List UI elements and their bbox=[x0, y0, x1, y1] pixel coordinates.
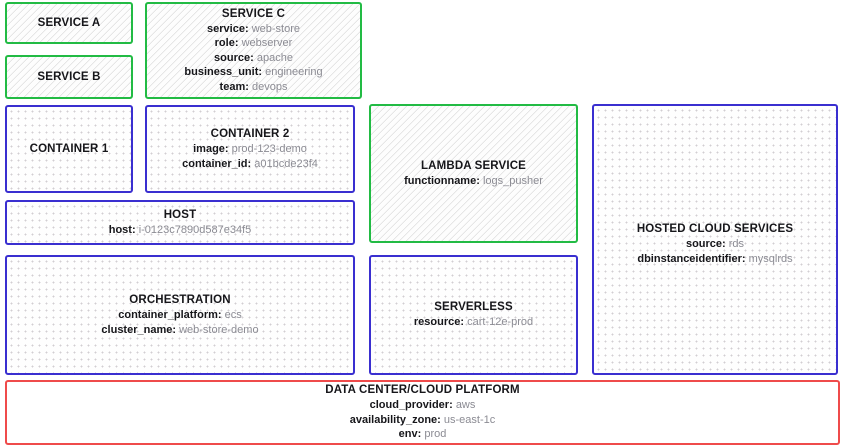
diagram-box-container-1: CONTAINER 1 bbox=[5, 105, 133, 193]
attribute-key: cluster_name bbox=[101, 323, 173, 336]
box-attribute: cluster_name: web-store-demo bbox=[101, 323, 259, 336]
attribute-value: ecs bbox=[224, 309, 242, 321]
attribute-value: mysqlrds bbox=[748, 252, 793, 265]
box-attribute: cloud_provider: aws bbox=[369, 399, 476, 412]
attribute-value: webserver bbox=[241, 37, 293, 50]
attribute-value: web-store bbox=[251, 22, 300, 35]
box-attribute: functionname: logs_pusher bbox=[404, 174, 543, 187]
attribute-key: resource bbox=[413, 316, 461, 329]
box-attribute: env: prod bbox=[398, 428, 447, 441]
box-attribute: container_platform: ecs bbox=[118, 309, 242, 321]
attribute-value: devops bbox=[251, 80, 288, 93]
box-attribute: business_unit: engineering bbox=[184, 66, 323, 79]
box-title: ORCHESTRATION bbox=[129, 294, 231, 306]
diagram-box-serverless: SERVERLESS resource: cart-12e-prod bbox=[369, 255, 578, 375]
attribute-key: container_id bbox=[182, 157, 248, 170]
attribute-key: service bbox=[207, 22, 245, 35]
box-attribute: team: devops bbox=[219, 80, 288, 93]
attribute-value: aws bbox=[455, 399, 476, 412]
attribute-key: host bbox=[108, 223, 132, 236]
attribute-key: availability_zone bbox=[349, 413, 438, 426]
box-title: HOST bbox=[163, 208, 197, 221]
attribute-key: env bbox=[398, 428, 418, 441]
diagram-box-hosted-cloud-services: HOSTED CLOUD SERVICES source: rds dbinst… bbox=[592, 104, 838, 375]
box-attribute: role: webserver bbox=[214, 37, 293, 50]
attribute-key: role bbox=[214, 37, 235, 50]
diagram-box-service-a: SERVICE A bbox=[5, 2, 133, 44]
box-attribute: source: apache bbox=[214, 51, 293, 64]
box-title: DATA CENTER/CLOUD PLATFORM bbox=[325, 384, 520, 397]
diagram-box-host: HOST host: i-0123c7890d587e34f5 bbox=[5, 200, 355, 245]
attribute-value: prod-123-demo bbox=[231, 143, 307, 155]
box-attribute: dbinstanceidentifier: mysqlrds bbox=[637, 252, 793, 265]
attribute-value: prod bbox=[424, 428, 447, 441]
diagram-box-service-c: SERVICE C service: web-store role: webse… bbox=[145, 2, 362, 99]
attribute-value: i-0123c7890d587e34f5 bbox=[138, 223, 252, 236]
attribute-value: engineering bbox=[265, 66, 323, 79]
attribute-value: web-store-demo bbox=[179, 323, 259, 336]
attribute-key: image bbox=[193, 143, 225, 155]
diagram-box-orchestration: ORCHESTRATION container_platform: ecs cl… bbox=[5, 255, 355, 375]
box-attribute: image: prod-123-demo bbox=[193, 143, 307, 155]
box-title: CONTAINER 2 bbox=[210, 128, 290, 140]
attribute-value: apache bbox=[256, 51, 293, 64]
box-title: SERVICE A bbox=[37, 16, 101, 29]
attribute-value: rds bbox=[728, 238, 745, 250]
attribute-key: cloud_provider bbox=[369, 399, 450, 412]
box-attribute: host: i-0123c7890d587e34f5 bbox=[108, 223, 252, 236]
attribute-key: team bbox=[219, 80, 246, 93]
box-attribute: availability_zone: us-east-1c bbox=[349, 413, 496, 426]
attribute-key: source bbox=[214, 51, 251, 64]
diagram-box-container-2: CONTAINER 2 image: prod-123-demo contain… bbox=[145, 105, 355, 193]
box-title: HOSTED CLOUD SERVICES bbox=[636, 223, 794, 235]
attribute-key: business_unit bbox=[184, 66, 259, 79]
attribute-value: a01bcde23f4 bbox=[254, 157, 318, 170]
attribute-key: source bbox=[685, 238, 723, 250]
box-attribute: source: rds bbox=[685, 238, 745, 250]
diagram-box-data-center-cloud-platform: DATA CENTER/CLOUD PLATFORM cloud_provide… bbox=[5, 380, 840, 445]
box-title: SERVICE C bbox=[221, 7, 286, 20]
attribute-key: functionname bbox=[404, 174, 477, 187]
box-attribute: service: web-store bbox=[207, 22, 300, 35]
diagram-box-service-b: SERVICE B bbox=[5, 55, 133, 99]
box-title: LAMBDA SERVICE bbox=[421, 159, 526, 172]
attribute-key: dbinstanceidentifier bbox=[637, 252, 742, 265]
attribute-value: us-east-1c bbox=[443, 413, 496, 426]
box-title: SERVICE B bbox=[37, 70, 101, 83]
box-title: CONTAINER 1 bbox=[29, 142, 109, 155]
box-attribute: container_id: a01bcde23f4 bbox=[182, 157, 318, 170]
attribute-value: cart-12e-prod bbox=[467, 316, 534, 329]
box-attribute: resource: cart-12e-prod bbox=[413, 316, 534, 329]
diagram-box-lambda-service: LAMBDA SERVICE functionname: logs_pusher bbox=[369, 104, 578, 243]
attribute-value: logs_pusher bbox=[482, 174, 543, 187]
box-title: SERVERLESS bbox=[434, 301, 513, 314]
attribute-key: container_platform bbox=[118, 309, 218, 321]
